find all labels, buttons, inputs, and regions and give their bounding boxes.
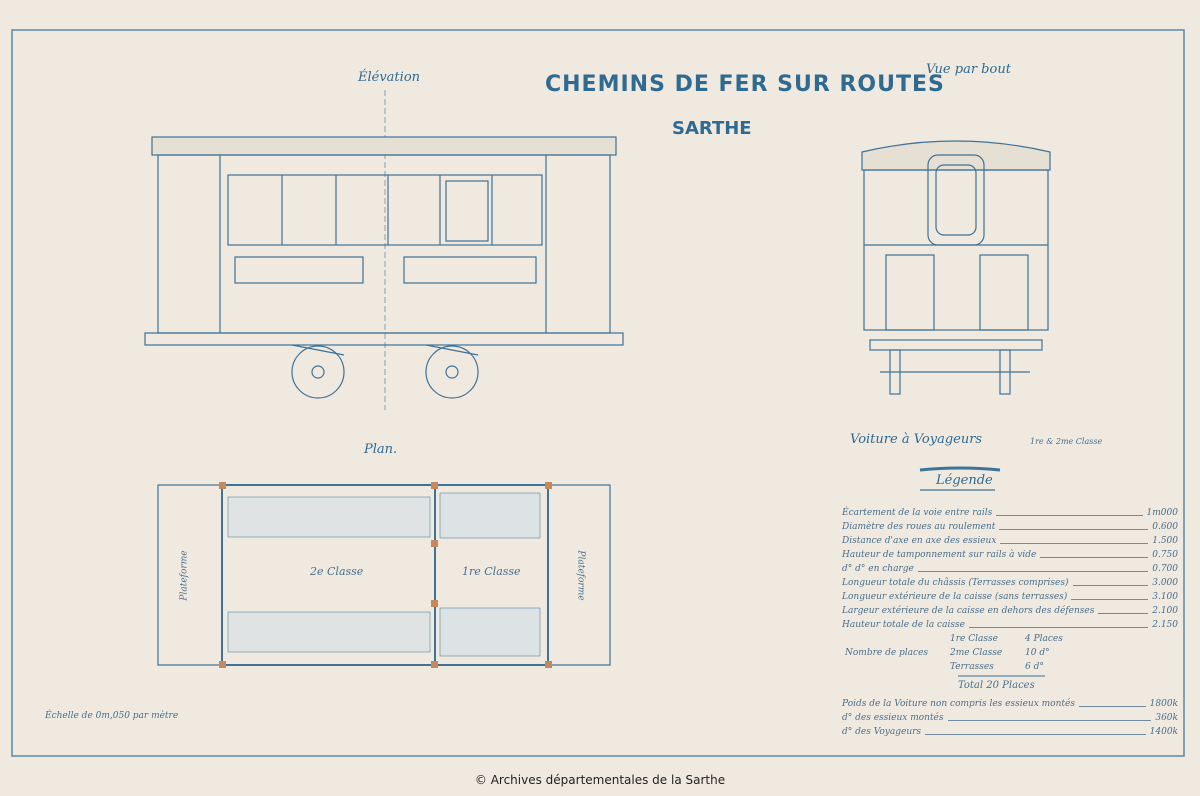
platform-right-label: Plateforme [575, 550, 586, 601]
car-title: Voiture à Voyageurs [850, 432, 983, 447]
platform-left-label: Plateforme [179, 550, 190, 601]
places-terrace-label: Terrasses [950, 662, 994, 672]
places-first-label: 1re Classe [950, 634, 998, 644]
end-view [861, 140, 1051, 395]
places-first-value: 4 Places [1025, 634, 1063, 644]
car-class: 1re & 2me Classe [1030, 437, 1103, 446]
legend-flourish [919, 466, 1001, 472]
places-label: Nombre de places [845, 648, 929, 658]
plan-view [157, 482, 611, 668]
elevation-view [144, 136, 624, 399]
places-total: Total 20 Places [958, 680, 1035, 691]
plan-label: Plan. [364, 442, 398, 457]
legend-row: Largeur extérieure de la caisse en dehor… [842, 606, 1178, 616]
first-class-label: 1re Classe [462, 565, 521, 578]
weight-row: Poids de la Voiture non compris les essi… [842, 699, 1178, 709]
legend-row: Longueur extérieure de la caisse (sans t… [842, 592, 1178, 602]
legend-heading: Légende [936, 473, 993, 488]
second-class-label: 2e Classe [310, 565, 364, 578]
copyright-credit: © Archives départementales de la Sarthe [474, 773, 726, 787]
end-view-label: Vue par bout [926, 62, 1011, 77]
places-second-value: 10 d° [1025, 648, 1050, 658]
title: CHEMINS DE FER SUR ROUTES [545, 72, 945, 97]
subtitle: SARTHE [672, 118, 752, 139]
places-second-label: 2me Classe [950, 648, 1003, 658]
legend-row: Longueur totale du châssis (Terrasses co… [842, 578, 1178, 588]
elevation-label: Élévation [358, 70, 421, 85]
border-frame [11, 29, 1185, 757]
scale-note: Échelle de 0m,050 par mètre [45, 711, 179, 721]
legend-row: Hauteur de tamponnement sur rails à vide… [842, 550, 1178, 560]
places-terrace-value: 6 d° [1025, 662, 1044, 672]
